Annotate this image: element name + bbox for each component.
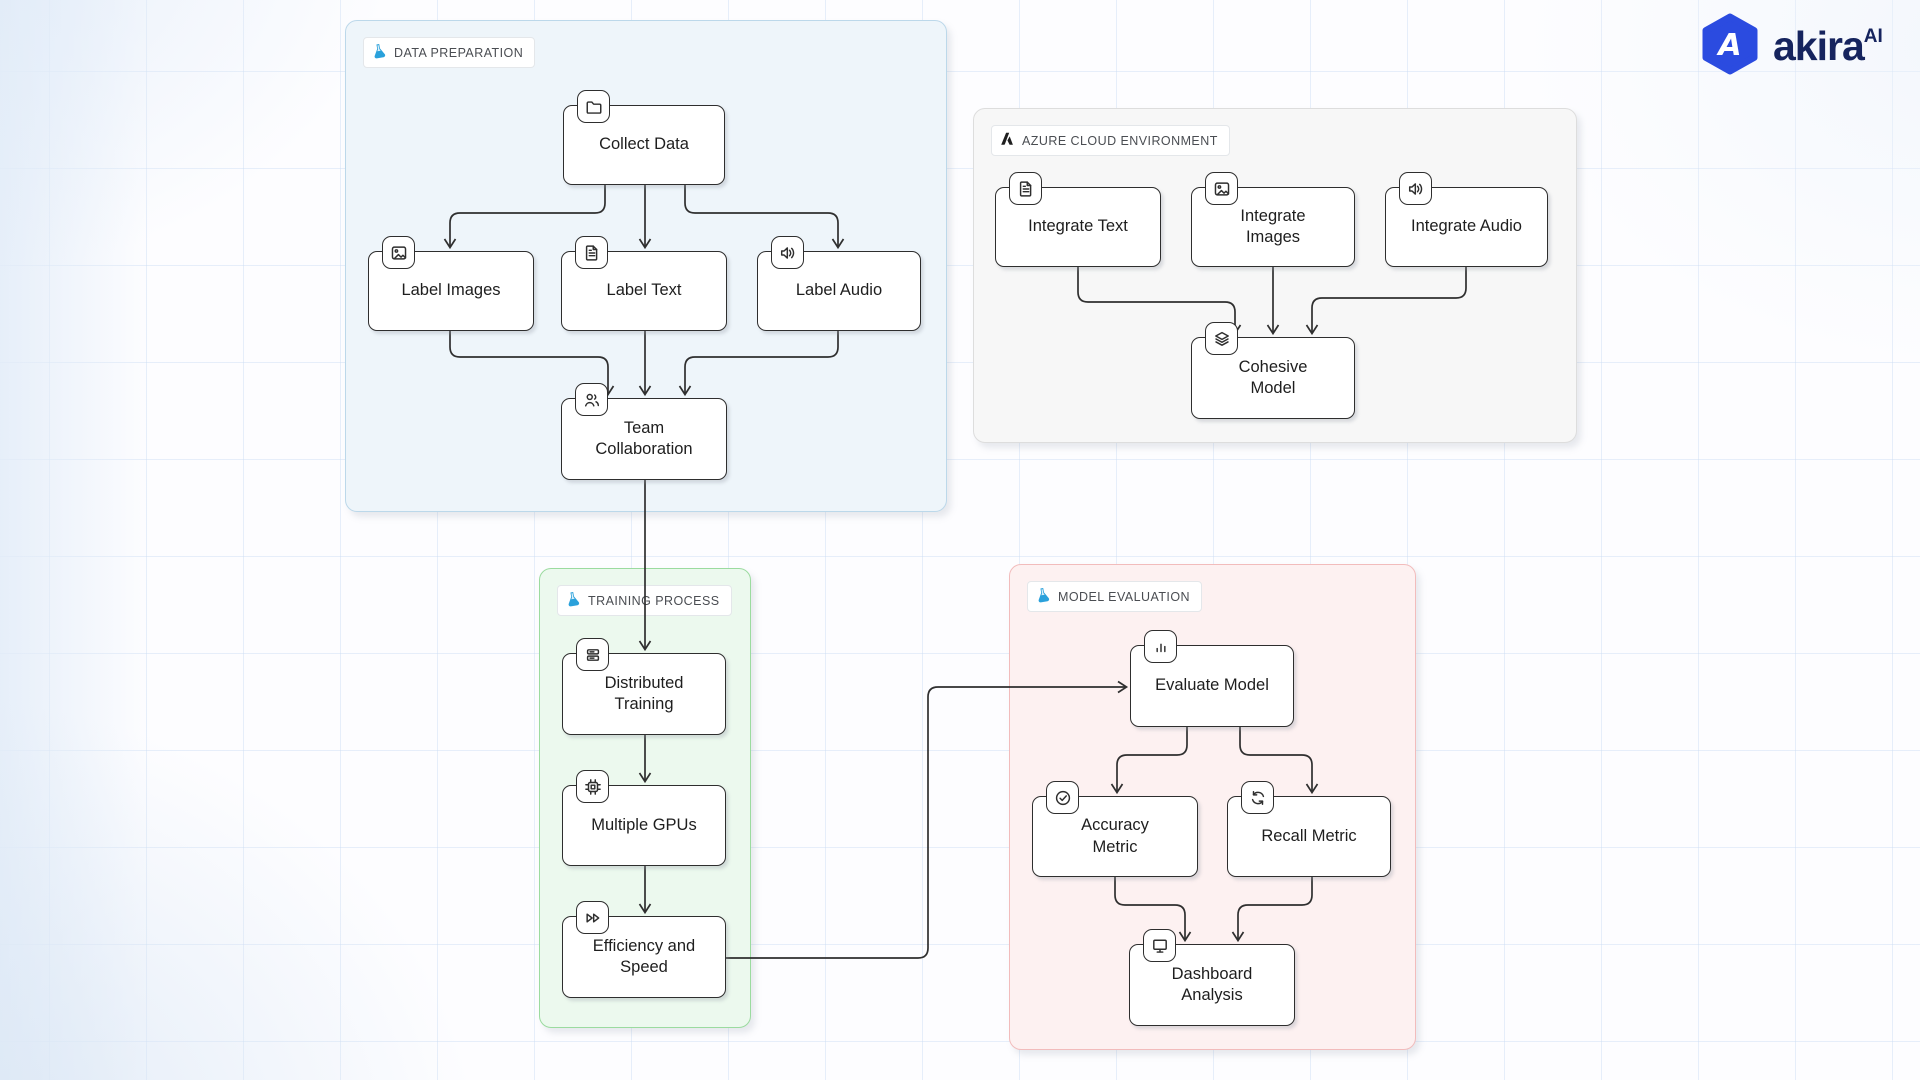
akira-ai-logo: A akiraAI [1698, 12, 1883, 81]
bar-chart-icon [1144, 630, 1177, 663]
node-label: Evaluate Model [1155, 676, 1269, 695]
node-label: Team Collaboration [595, 418, 693, 458]
group-label-training: TRAINING PROCESS [557, 585, 732, 616]
node-cohesive-model: Cohesive Model [1191, 322, 1355, 419]
flask-icon [565, 591, 581, 610]
node-label: Label Images [401, 281, 501, 300]
node-accuracy-metric: Accuracy Metric [1032, 781, 1198, 877]
image-icon [382, 236, 415, 269]
node-label: Cohesive Model [1238, 357, 1308, 397]
file-text-icon [575, 236, 608, 269]
node-distributed-training: Distributed Training [562, 638, 726, 735]
fast-forward-icon [576, 901, 609, 934]
logo-superscript: AI [1863, 26, 1883, 47]
folder-icon [577, 90, 610, 123]
node-team-collaboration: Team Collaboration [561, 383, 727, 480]
node-label: Integrate Images [1240, 206, 1306, 246]
file-text-icon [1009, 172, 1042, 205]
node-integrate-audio: Integrate Audio [1385, 172, 1548, 267]
node-label: Accuracy Metric [1081, 816, 1149, 856]
logo-brand-name: akira [1773, 23, 1865, 69]
flask-icon [1035, 587, 1051, 606]
logo-wordmark: akiraAI [1773, 23, 1883, 70]
node-label: Integrate Text [1028, 217, 1128, 236]
image-icon [1205, 172, 1238, 205]
server-icon [576, 638, 609, 671]
node-label: Distributed Training [604, 673, 684, 713]
refresh-icon [1241, 781, 1274, 814]
node-multiple-gpus: Multiple GPUs [562, 770, 726, 866]
monitor-icon [1143, 929, 1176, 962]
group-label-text: DATA PREPARATION [394, 45, 524, 60]
layers-icon [1205, 322, 1238, 355]
node-label: Multiple GPUs [591, 815, 697, 834]
node-label: Dashboard Analysis [1171, 964, 1253, 1004]
node-label: Label Audio [795, 281, 883, 300]
node-label: Integrate Audio [1410, 217, 1522, 236]
node-label-audio: Label Audio [757, 236, 921, 331]
node-integrate-images: Integrate Images [1191, 172, 1355, 267]
volume-icon [771, 236, 804, 269]
group-label-text: TRAINING PROCESS [588, 593, 720, 608]
akira-hexagon-icon: A [1698, 12, 1762, 81]
node-dashboard-analysis: Dashboard Analysis [1129, 929, 1295, 1026]
group-label-azure: AZURE CLOUD ENVIRONMENT [991, 125, 1230, 156]
node-efficiency-and-speed: Efficiency and Speed [562, 901, 726, 998]
node-label-text: Label Text [561, 236, 727, 331]
group-label-text: MODEL EVALUATION [1058, 589, 1190, 604]
check-circle-icon [1046, 781, 1079, 814]
node-label-images: Label Images [368, 236, 534, 331]
node-label: Label Text [606, 281, 682, 300]
node-recall-metric: Recall Metric [1227, 781, 1391, 877]
node-label: Recall Metric [1261, 826, 1357, 845]
group-label-evaluation: MODEL EVALUATION [1027, 581, 1202, 612]
node-integrate-text: Integrate Text [995, 172, 1161, 267]
users-icon [575, 383, 608, 416]
group-label-data-preparation: DATA PREPARATION [363, 37, 536, 68]
flask-icon [371, 43, 387, 62]
node-collect-data: Collect Data [563, 90, 725, 185]
svg-text:A: A [1716, 28, 1741, 63]
chip-icon [576, 770, 609, 803]
volume-icon [1399, 172, 1432, 205]
node-evaluate-model: Evaluate Model [1130, 630, 1294, 727]
azure-icon [999, 131, 1015, 150]
node-label: Collect Data [599, 135, 689, 154]
group-label-text: AZURE CLOUD ENVIRONMENT [1022, 133, 1218, 148]
node-label: Efficiency and Speed [592, 936, 696, 976]
